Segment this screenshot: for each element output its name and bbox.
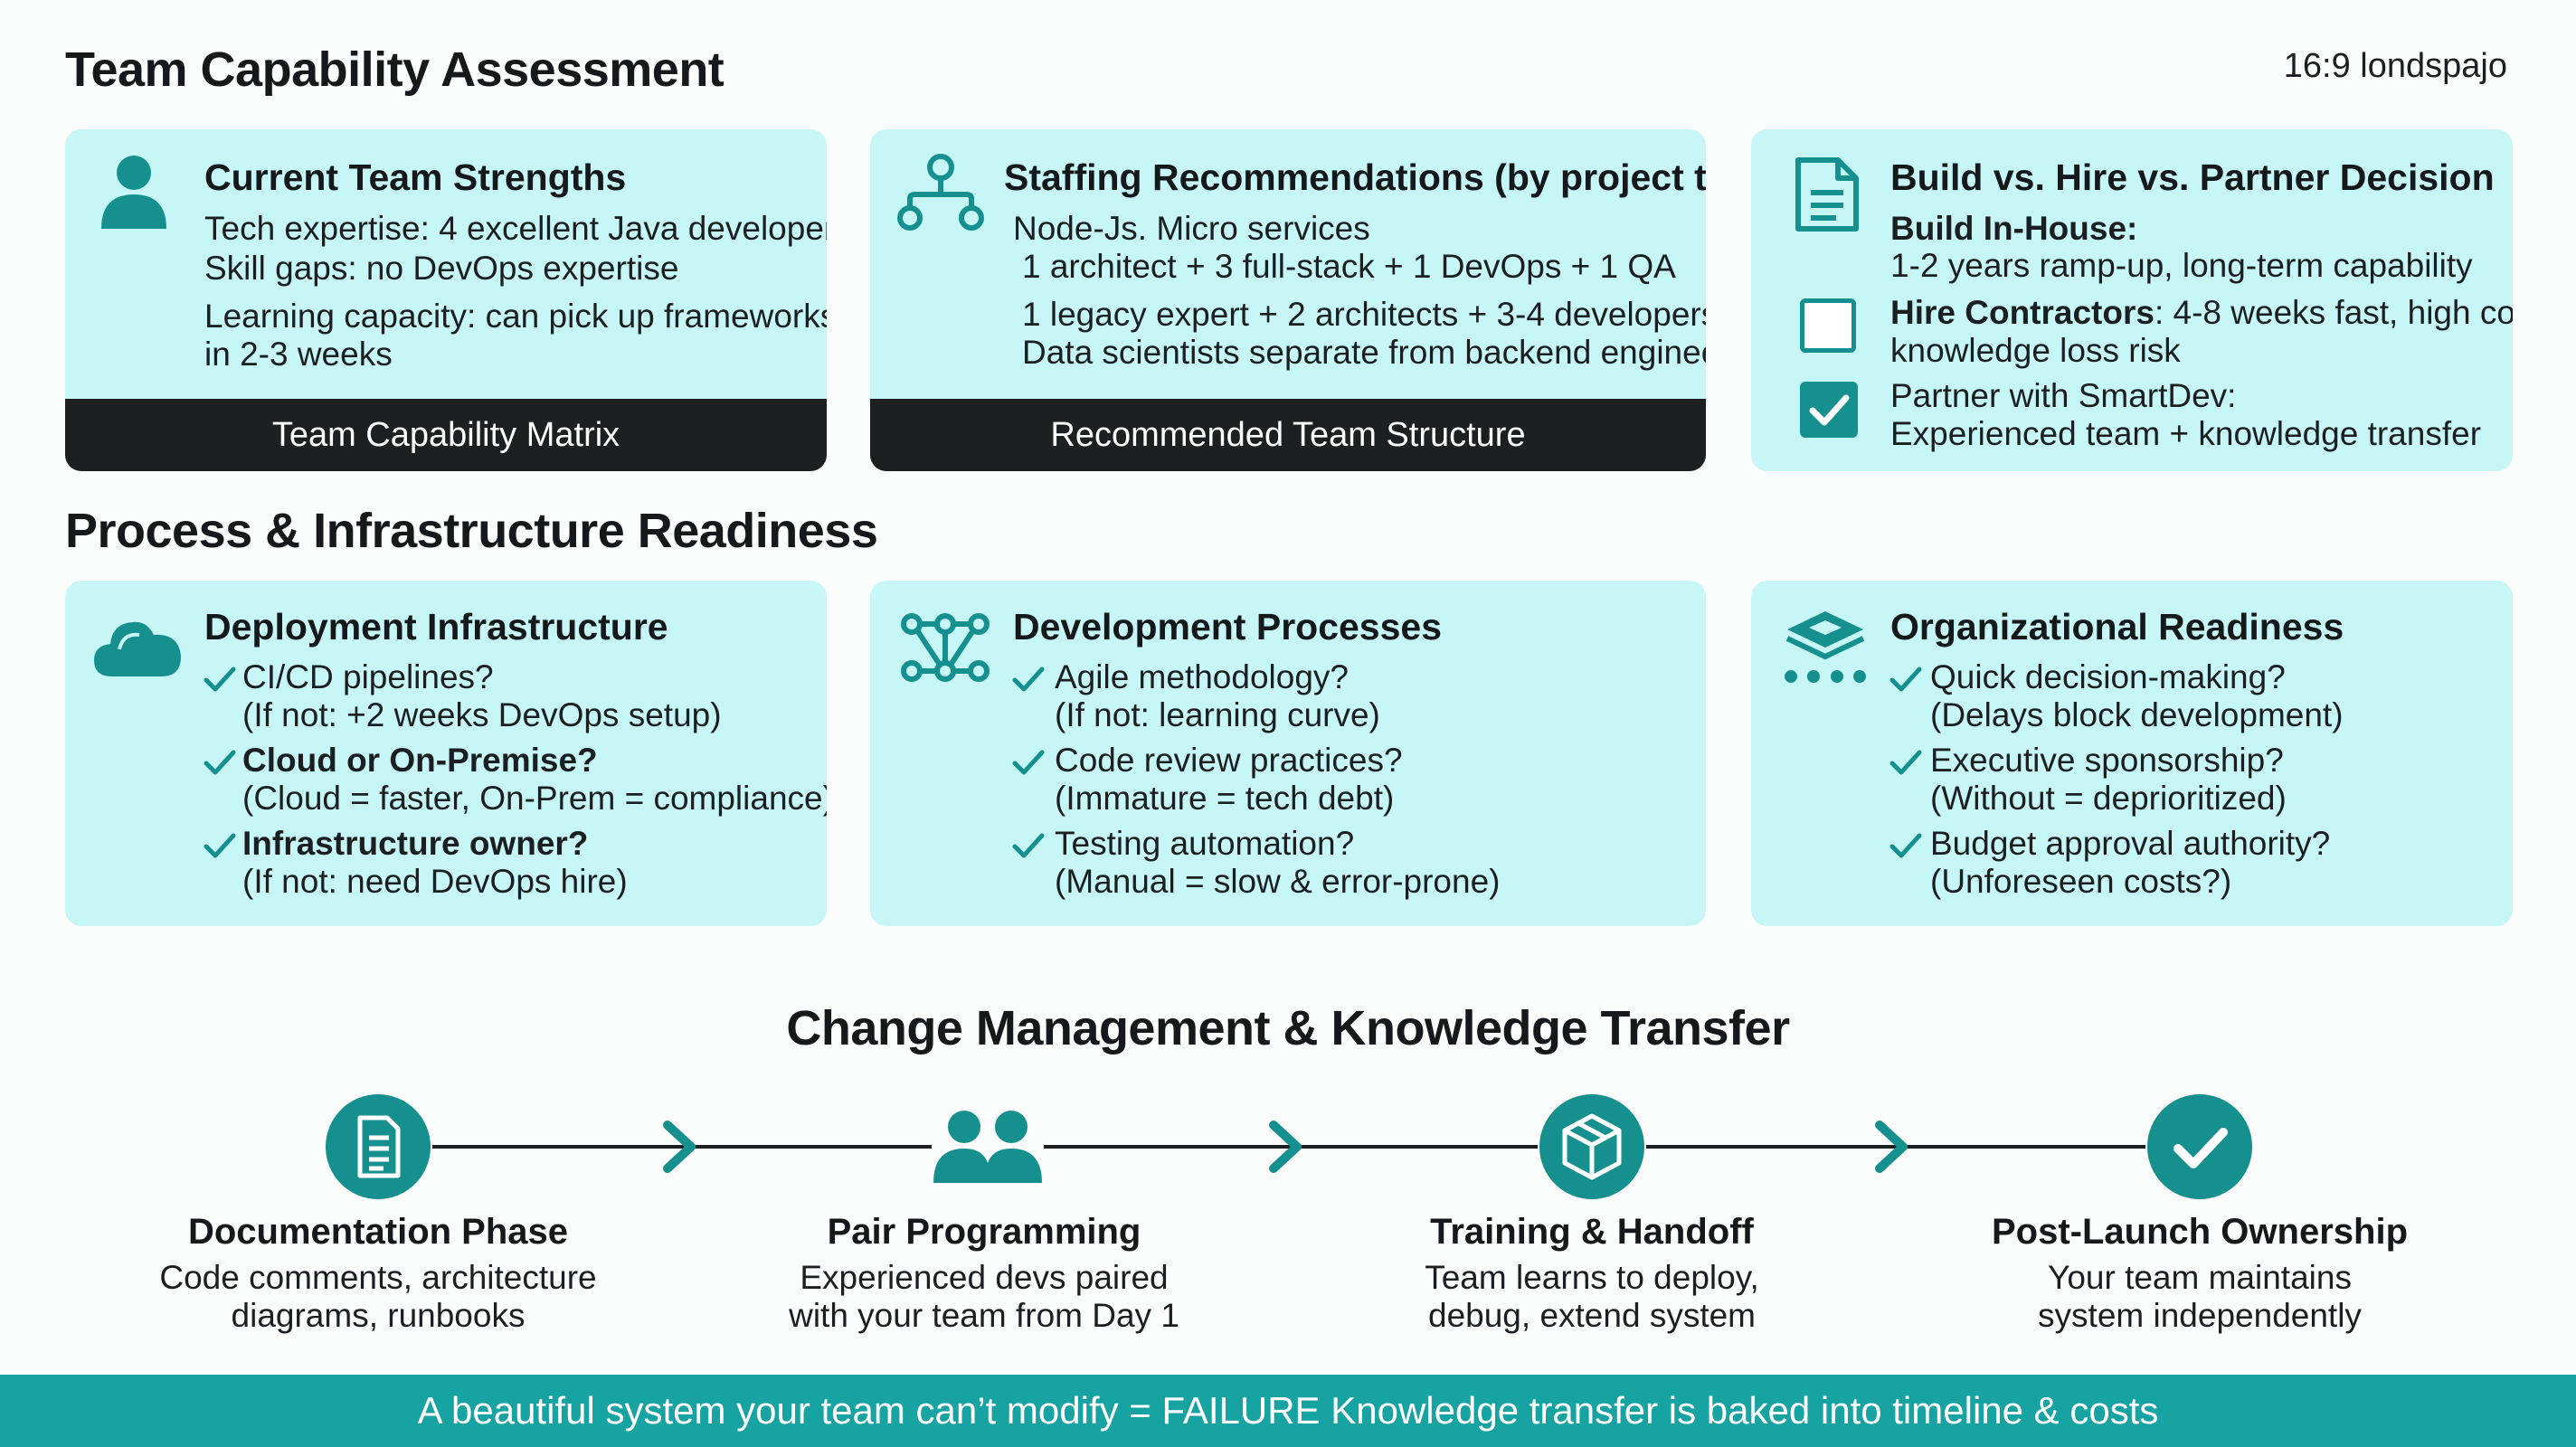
checklist-question: Executive sponsorship? xyxy=(1930,742,2284,779)
box-icon xyxy=(1539,1094,1644,1199)
staffing-line: Node-Js. Micro services xyxy=(1013,210,1370,247)
card-title: Build vs. Hire vs. Partner Decision xyxy=(1890,156,2495,198)
step-desc: Experienced devs paired xyxy=(800,1259,1169,1296)
bottom-banner: A beautiful system your team can’t modif… xyxy=(0,1375,2576,1447)
person-icon xyxy=(101,156,166,229)
checkmark-icon xyxy=(1889,750,1922,775)
checklist-answer: (Delays block development) xyxy=(1930,696,2344,733)
checklist-answer: (Manual = slow & error-prone) xyxy=(1055,863,1501,900)
step-desc: with your team from Day 1 xyxy=(789,1297,1179,1334)
hire-line: Hire Contractors: 4-8 weeks fast, high c… xyxy=(1890,294,2513,332)
step-title: Post-Launch Ownership xyxy=(1991,1212,2409,1252)
step-title: Documentation Phase xyxy=(187,1212,569,1252)
document-icon xyxy=(1795,157,1859,232)
checkmark-icon xyxy=(204,833,236,858)
step-desc: system independently xyxy=(2038,1297,2362,1334)
hire-label: Hire Contractors xyxy=(1890,294,2155,331)
checkmark-icon xyxy=(2147,1094,2252,1199)
people-icon xyxy=(933,1111,1042,1183)
card-title: Current Team Strengths xyxy=(204,156,627,198)
checkmark-icon xyxy=(204,750,236,775)
org-chart-icon xyxy=(897,154,984,231)
partner-desc: Experienced team + knowledge transfer xyxy=(1890,415,2482,452)
checkmark-icon xyxy=(1889,667,1922,692)
checklist-answer: (Unforeseen costs?) xyxy=(1930,863,2232,900)
step-desc: diagrams, runbooks xyxy=(231,1297,526,1334)
staffing-line: Data scientists separate from backend en… xyxy=(1022,334,1706,371)
staffing-line: 1 architect + 3 full-stack + 1 DevOps + … xyxy=(1022,248,1676,285)
card-title: Staffing Recommendations (by project typ… xyxy=(1004,156,1706,198)
checked-box-icon xyxy=(1800,382,1858,438)
card-footer-label: Team Capability Matrix xyxy=(271,415,620,454)
checklist-answer: (Without = deprioritized) xyxy=(1930,780,2287,817)
checkmark-icon xyxy=(1012,667,1045,692)
strength-line: Learning capacity: can pick up framework… xyxy=(204,298,827,335)
checklist-question: Infrastructure owner? xyxy=(242,825,589,862)
card-title: Development Processes xyxy=(1013,606,1443,648)
arrow-right-icon xyxy=(663,1121,696,1173)
card-title: Organizational Readiness xyxy=(1890,606,2344,648)
strength-line: Skill gaps: no DevOps expertise xyxy=(204,250,679,287)
hire-desc: : 4-8 weeks fast, high cost, xyxy=(2154,294,2513,331)
page-title: Team Capability Assessment xyxy=(65,43,724,97)
document-icon xyxy=(326,1094,431,1199)
step-title: Pair Programming xyxy=(827,1212,1141,1252)
step-title: Training & Handoff xyxy=(1430,1212,1754,1252)
cloud-icon xyxy=(94,621,181,676)
strength-line: Tech expertise: 4 excellent Java develop… xyxy=(204,210,827,247)
card-org-readiness: Organizational Readiness Quick decision-… xyxy=(1751,581,2513,926)
card-build-hire-partner: Build vs. Hire vs. Partner Decision Buil… xyxy=(1751,129,2513,471)
timeline-connector xyxy=(432,1121,2145,1173)
checklist-question: CI/CD pipelines? xyxy=(242,658,494,695)
card-title: Deployment Infrastructure xyxy=(204,606,668,648)
step-desc: Team learns to deploy, xyxy=(1425,1259,1759,1296)
checklist-answer: (If not: +2 weeks DevOps setup) xyxy=(242,696,722,733)
strength-line: in 2-3 weeks xyxy=(204,336,393,373)
checkmark-icon xyxy=(1012,750,1045,775)
checkmark-icon xyxy=(204,667,236,692)
section-title: Process & Infrastructure Readiness xyxy=(65,504,878,558)
checklist-answer: (If not: need DevOps hire) xyxy=(242,863,628,900)
aspect-tag: 16:9 londspajo xyxy=(2283,47,2507,85)
arrow-right-icon xyxy=(1269,1121,1302,1173)
unchecked-box-icon xyxy=(1800,298,1856,353)
step-desc: Your team maintains xyxy=(2048,1259,2352,1296)
checklist-answer: (Immature = tech debt) xyxy=(1055,780,1395,817)
build-label: Build In-House: xyxy=(1890,210,2138,247)
section-title: Change Management & Knowledge Transfer xyxy=(786,1001,1790,1055)
card-footer-label: Recommended Team Structure xyxy=(1050,415,1526,454)
network-icon xyxy=(901,613,990,682)
step-desc: Code comments, architecture xyxy=(159,1259,597,1296)
checklist-question: Budget approval authority? xyxy=(1930,825,2331,862)
banner-text: A beautiful system your team can’t modif… xyxy=(417,1389,2159,1432)
checklist-question: Testing automation? xyxy=(1055,825,1355,862)
checklist-question: Quick decision-making? xyxy=(1930,658,2286,695)
partner-label: Partner with SmartDev: xyxy=(1890,377,2237,414)
layers-icon xyxy=(1785,611,1866,683)
checklist-answer: (If not: learning curve) xyxy=(1055,696,1380,733)
arrow-right-icon xyxy=(1875,1121,1908,1173)
checklist-question: Code review practices? xyxy=(1055,742,1403,779)
card-staffing: Staffing Recommendations (by project typ… xyxy=(870,129,1706,471)
checklist-question: Cloud or On-Premise? xyxy=(242,742,598,779)
checklist-question: Agile methodology? xyxy=(1055,658,1349,695)
card-dev-processes: Development Processes Agile methodology?… xyxy=(870,581,1706,926)
card-footer: Recommended Team Structure xyxy=(870,399,1706,471)
checklist-answer: (Cloud = faster, On-Prem = compliance) xyxy=(242,780,827,817)
checkmark-icon xyxy=(1889,833,1922,858)
card-deployment: Deployment Infrastructure CI/CD pipeline… xyxy=(65,581,827,926)
card-team-strengths: Current Team Strengths Tech expertise: 4… xyxy=(65,129,827,471)
build-desc: 1-2 years ramp-up, long-term capability xyxy=(1890,247,2473,284)
checkmark-icon xyxy=(1012,833,1045,858)
hire-desc-2: knowledge loss risk xyxy=(1890,332,2181,369)
card-footer: Team Capability Matrix xyxy=(65,399,827,471)
staffing-line: 1 legacy expert + 2 architects + 3-4 dev… xyxy=(1022,296,1706,333)
step-desc: debug, extend system xyxy=(1428,1297,1756,1334)
